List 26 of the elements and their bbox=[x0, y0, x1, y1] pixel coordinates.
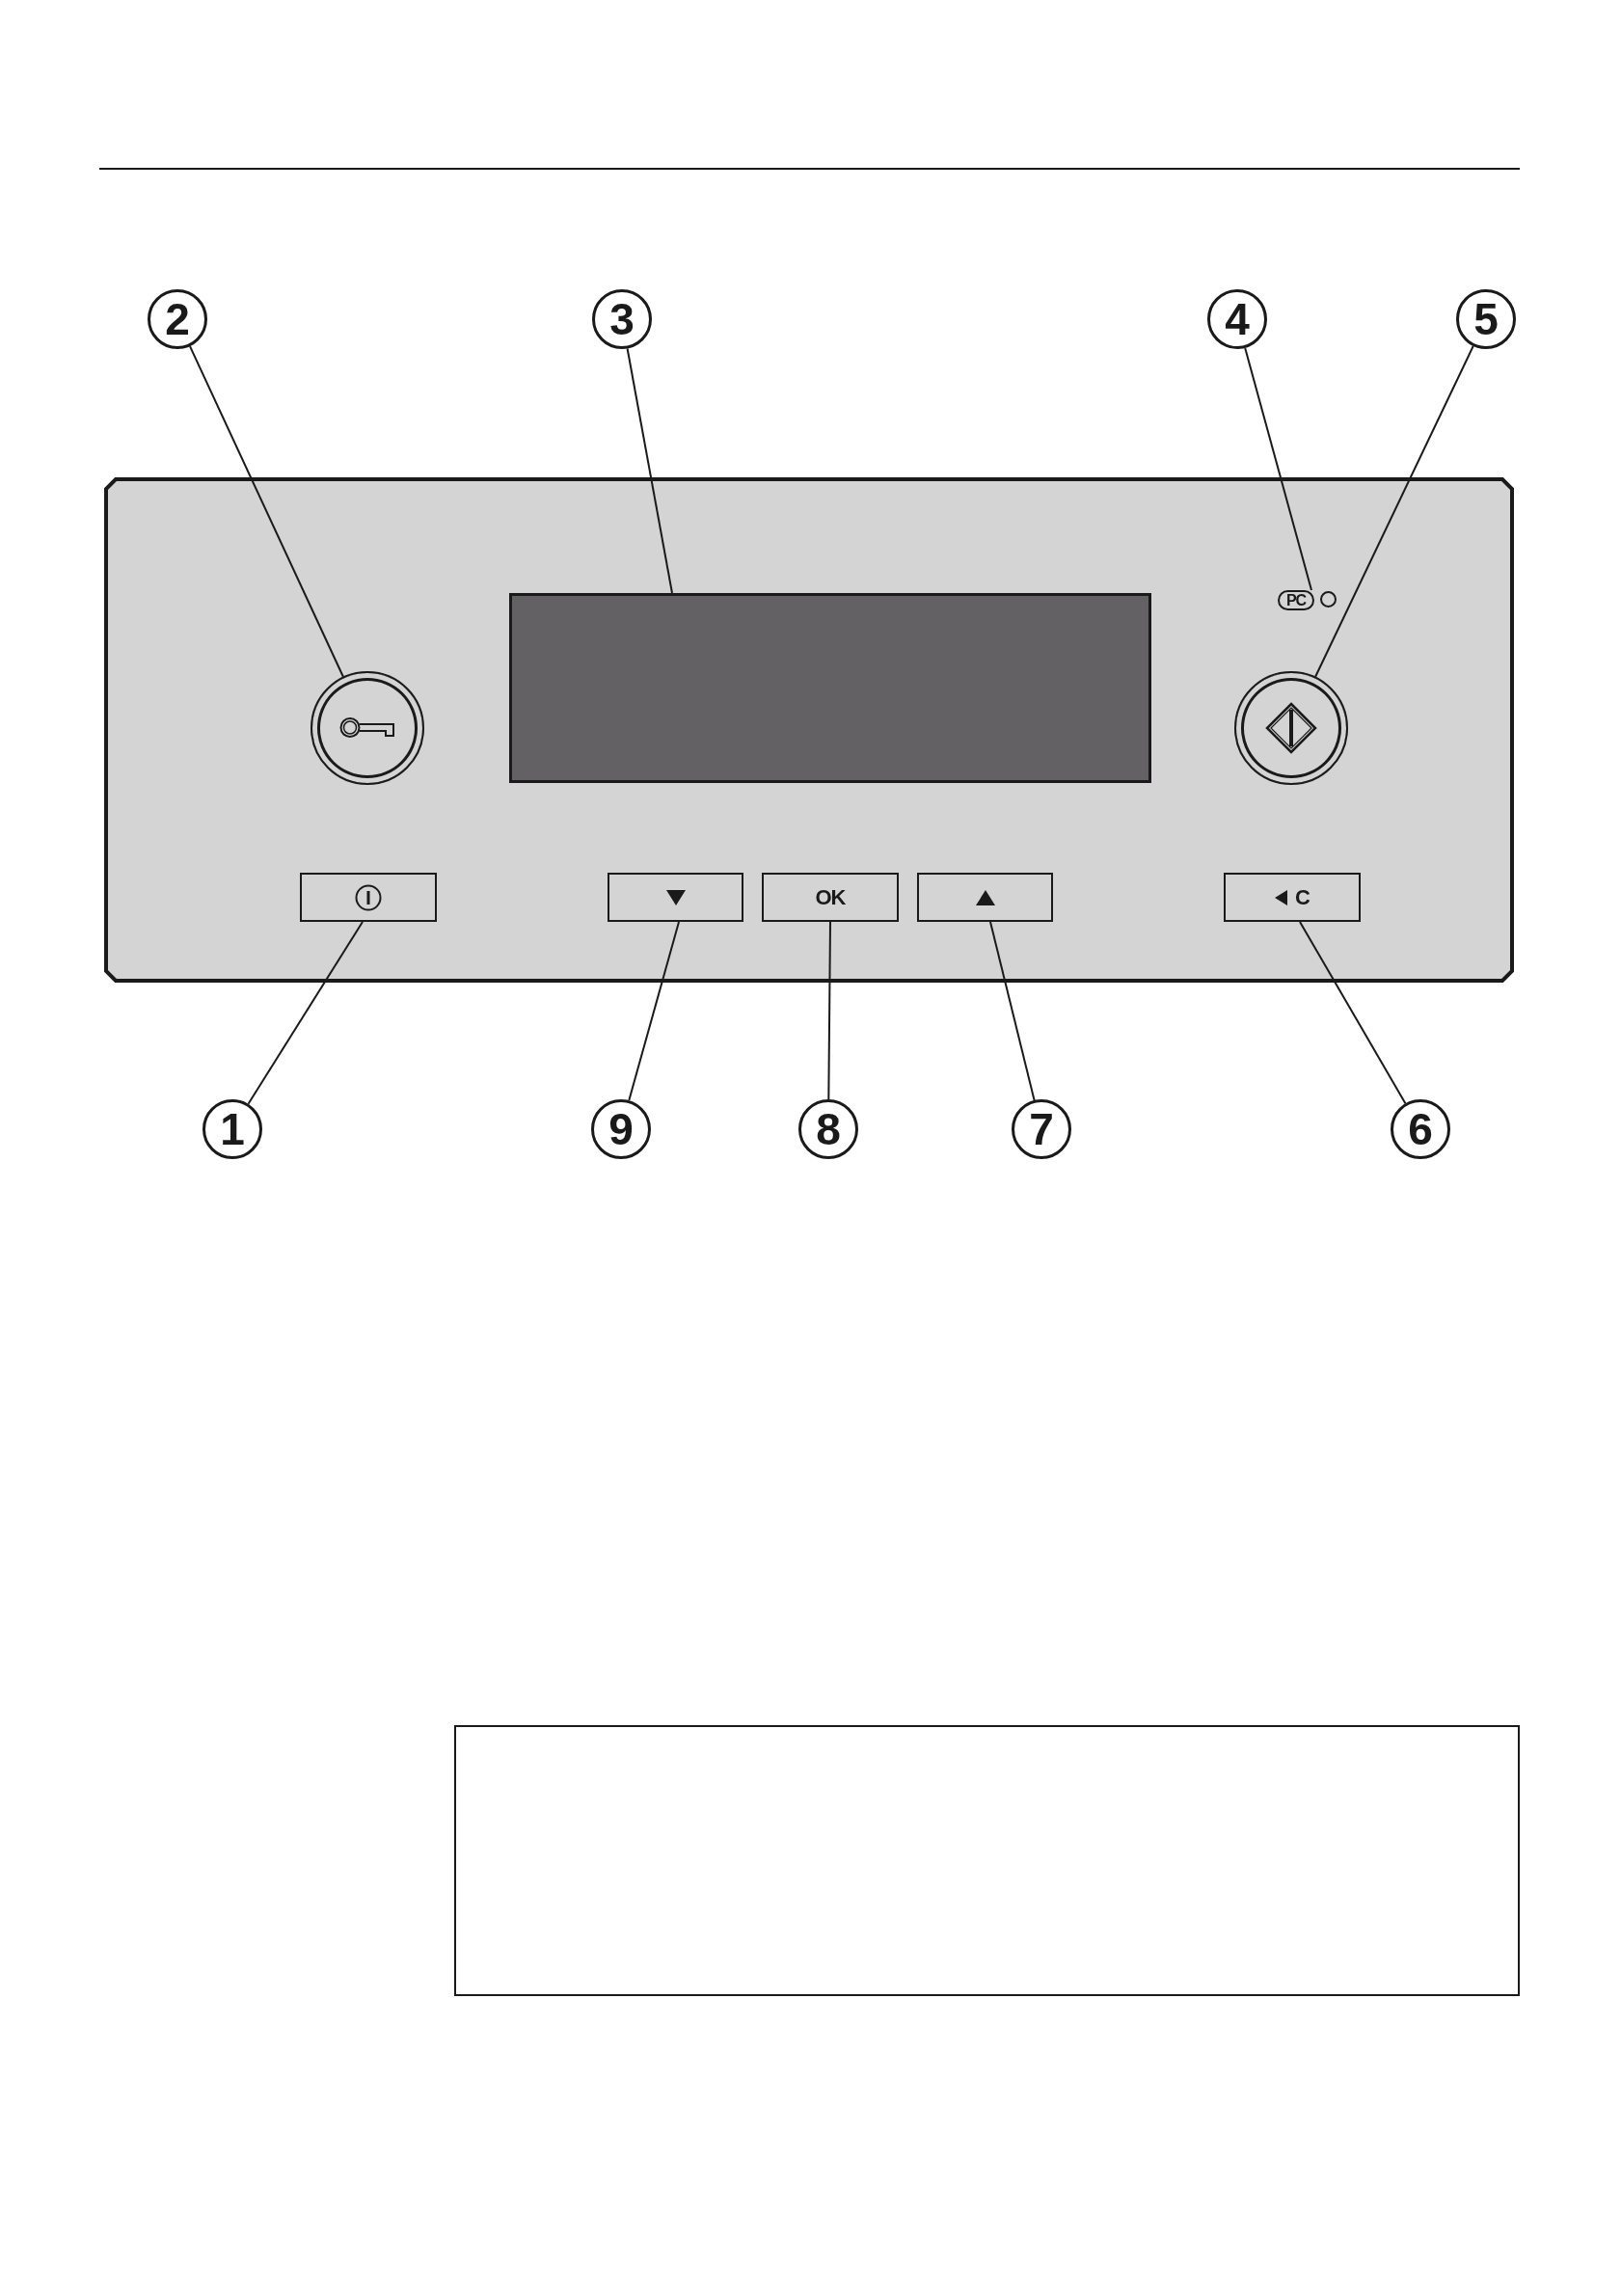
leader-line bbox=[1244, 346, 1312, 591]
leader-line bbox=[626, 347, 673, 594]
callout-number: 4 bbox=[1207, 289, 1267, 349]
leader-line bbox=[247, 921, 364, 1105]
leader-line bbox=[1314, 345, 1474, 678]
power-button bbox=[300, 873, 437, 922]
leader-line bbox=[1299, 921, 1407, 1105]
leader-line bbox=[989, 921, 1036, 1101]
callout-number: 2 bbox=[148, 289, 207, 349]
down-button bbox=[608, 873, 743, 922]
display-screen bbox=[509, 593, 1151, 783]
callout-number: 9 bbox=[591, 1099, 651, 1159]
callout-number: 5 bbox=[1456, 289, 1516, 349]
leader-line bbox=[189, 345, 344, 678]
leader-line bbox=[827, 921, 831, 1100]
callout-number: 6 bbox=[1391, 1099, 1450, 1159]
ok-button: OK bbox=[762, 873, 899, 922]
up-button bbox=[917, 873, 1053, 922]
leader-line bbox=[628, 921, 680, 1102]
back-button: C bbox=[1224, 873, 1361, 922]
control-panel bbox=[104, 477, 1514, 983]
callout-number: 1 bbox=[203, 1099, 262, 1159]
callout-number: 8 bbox=[798, 1099, 858, 1159]
callout-number: 3 bbox=[592, 289, 652, 349]
callout-number: 7 bbox=[1012, 1099, 1071, 1159]
interface-label: PC bbox=[1278, 590, 1314, 610]
